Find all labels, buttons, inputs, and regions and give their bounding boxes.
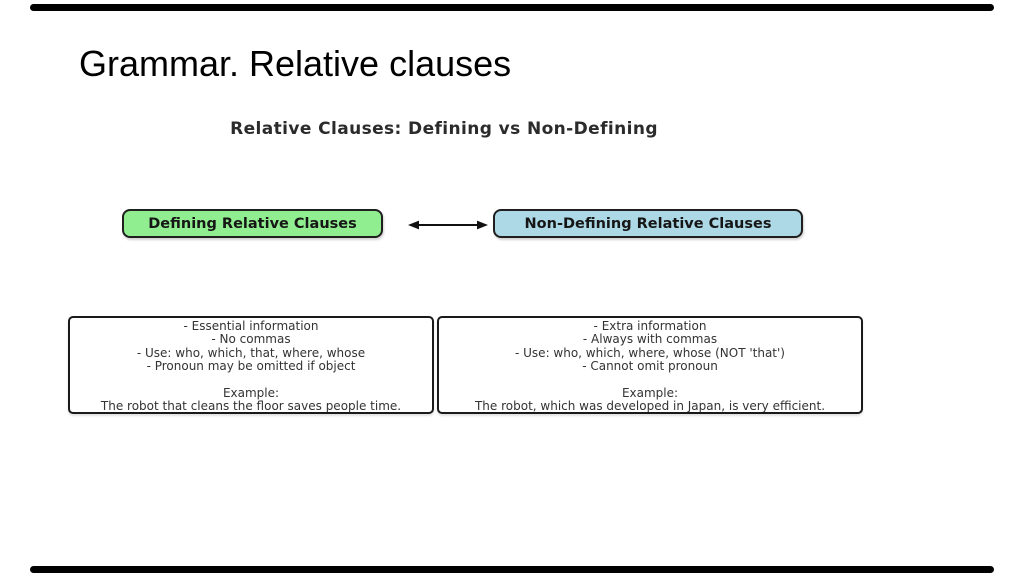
diagram-title: Relative Clauses: Defining vs Non-Defini… <box>230 119 658 139</box>
viewer-bottom-bar <box>30 566 994 573</box>
non-defining-example-sentence: The robot, which was developed in Japan,… <box>474 399 826 414</box>
defining-point: - Pronoun may be omitted if object <box>146 359 356 374</box>
defining-point: - No commas <box>211 332 291 347</box>
non-defining-clauses-node: Non-Defining Relative Clauses <box>493 209 803 238</box>
viewer-top-bar <box>30 4 994 11</box>
defining-example-heading: Example: <box>222 386 280 401</box>
non-defining-details-box: - Extra information - Always with commas… <box>437 316 863 414</box>
non-defining-point: - Use: who, which, where, whose (NOT 'th… <box>515 345 785 360</box>
slide-title: Grammar. Relative clauses <box>79 43 512 84</box>
defining-clauses-node: Defining Relative Clauses <box>122 209 383 238</box>
non-defining-point: - Always with commas <box>582 332 718 347</box>
defining-point: - Essential information <box>183 319 319 333</box>
defining-details-box: - Essential information - No commas - Us… <box>68 316 434 414</box>
spacer <box>70 374 432 387</box>
non-defining-point: - Extra information <box>593 319 707 333</box>
non-defining-example-heading: Example: <box>621 386 679 401</box>
non-defining-point: - Cannot omit pronoun <box>582 359 718 374</box>
defining-example-sentence: The robot that cleans the floor saves pe… <box>100 399 402 414</box>
defining-point: - Use: who, which, that, where, whose <box>136 345 366 360</box>
double-arrow-icon <box>408 217 488 231</box>
spacer <box>439 374 861 387</box>
